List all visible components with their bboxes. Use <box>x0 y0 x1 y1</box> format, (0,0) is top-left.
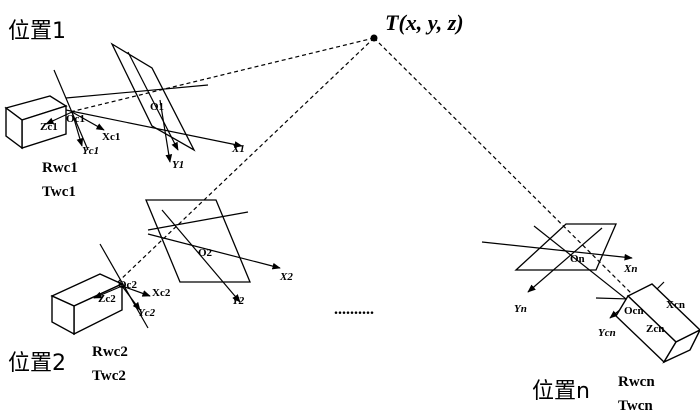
camera-1-x-axis: Xc1 <box>102 131 120 143</box>
plane-n-origin: On <box>570 253 585 265</box>
image-plane-1 <box>110 42 196 152</box>
camera-n-y-axis: Ycn <box>598 327 616 339</box>
image-plane-2 <box>145 199 251 283</box>
position-n: 位置n Ocn Xcn Ycn Zcn On Xn Yn Rwcn Twcn <box>481 223 700 414</box>
target-point-label: T(x, y, z) <box>385 10 464 35</box>
camera-1-y-axis: Yc1 <box>82 145 99 157</box>
translation-2: Twc2 <box>92 368 126 384</box>
camera-2-origin: Oc2 <box>118 279 137 291</box>
plane-1-origin: O1 <box>150 101 164 113</box>
camera-2-x-axis: Xc2 <box>152 287 171 299</box>
plane-n-y-axis: Yn <box>514 303 527 315</box>
position-1: 位置1 Oc1 Xc1 Yc1 Zc1 O1 X1 Y1 Rwc1 Twc1 <box>4 19 245 200</box>
translation-n: Twcn <box>618 398 653 414</box>
position-2-label: 位置2 <box>8 351 66 376</box>
camera-n-box <box>615 283 700 364</box>
ray-2 <box>117 37 375 283</box>
camera-1-box <box>4 95 68 150</box>
plane-n-x-axis: Xn <box>623 263 637 275</box>
projection-rays <box>69 37 641 303</box>
camera-2-y-axis: Yc2 <box>138 307 156 319</box>
ellipsis: .......... <box>334 301 374 318</box>
position-n-label: 位置n <box>532 379 590 404</box>
plane-1-y-axis: Y1 <box>172 159 184 171</box>
position-2: 位置2 Oc2 Xc2 Yc2 Zc2 O2 X2 Y2 Rwc2 Twc2 <box>8 199 293 384</box>
camera-1-z-axis: Zc1 <box>40 121 58 133</box>
rotation-2: Rwc2 <box>92 344 128 360</box>
rotation-1: Rwc1 <box>42 160 78 176</box>
ray-n <box>373 37 641 303</box>
camera-n-z-axis: Zcn <box>646 323 664 335</box>
camera-n-origin: Ocn <box>624 305 644 317</box>
plane-2-y-axis: Y2 <box>232 295 245 307</box>
translation-1: Twc1 <box>42 184 76 200</box>
camera-n-x-axis: Xcn <box>666 299 685 311</box>
position-1-label: 位置1 <box>8 19 66 44</box>
camera-2-box <box>50 273 124 336</box>
image-plane-n <box>514 223 617 271</box>
ray-1 <box>69 37 375 113</box>
plane-2-x-axis: X2 <box>279 271 293 283</box>
camera-1-origin: Oc1 <box>66 113 85 125</box>
camera-2-z-axis: Zc2 <box>98 293 116 305</box>
plane-1-x-axis: X1 <box>231 143 245 155</box>
plane-2-origin: O2 <box>198 247 213 259</box>
rotation-n: Rwcn <box>618 374 655 390</box>
